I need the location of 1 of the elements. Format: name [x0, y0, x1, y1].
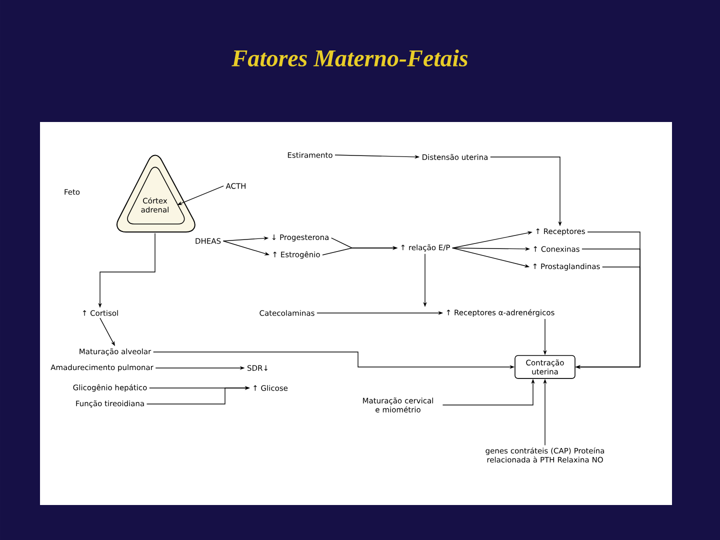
- title: Fatores Materno-Fetais: [232, 50, 468, 66]
